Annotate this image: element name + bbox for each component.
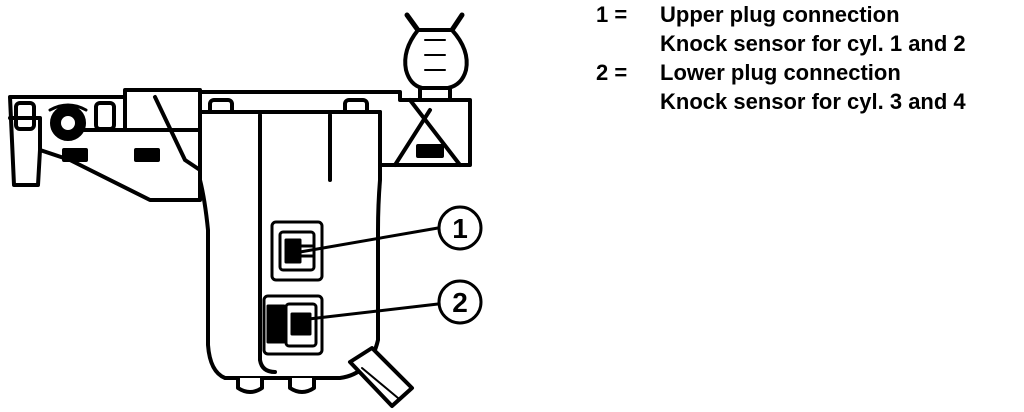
lower-plug-connection bbox=[262, 294, 324, 356]
callout-2-number: 2 bbox=[452, 287, 468, 318]
legend-line-2a: Lower plug connection bbox=[660, 60, 901, 85]
legend-line-2b: Knock sensor for cyl. 3 and 4 bbox=[660, 89, 966, 114]
callout-leaders bbox=[298, 226, 440, 322]
legend-key-1: 1 = bbox=[596, 2, 628, 27]
legend-line-1b: Knock sensor for cyl. 1 and 2 bbox=[660, 31, 966, 56]
legend-key-2: 2 = bbox=[596, 60, 628, 85]
legend-entry-2: 2 = Lower plug connection Knock sensor f… bbox=[596, 58, 966, 116]
left-bracket bbox=[8, 88, 202, 202]
legend-line-1a: Upper plug connection bbox=[660, 2, 900, 27]
sensor-grommet bbox=[48, 103, 88, 141]
legend-entry-1: 1 = Upper plug connection Knock sensor f… bbox=[596, 0, 966, 58]
legend: 1 = Upper plug connection Knock sensor f… bbox=[596, 0, 966, 116]
callout-1: 1 bbox=[437, 205, 483, 251]
drain-spout bbox=[348, 346, 414, 408]
callout-1-number: 1 bbox=[452, 213, 468, 244]
top-clip bbox=[403, 12, 469, 102]
callout-2: 2 bbox=[437, 279, 483, 325]
